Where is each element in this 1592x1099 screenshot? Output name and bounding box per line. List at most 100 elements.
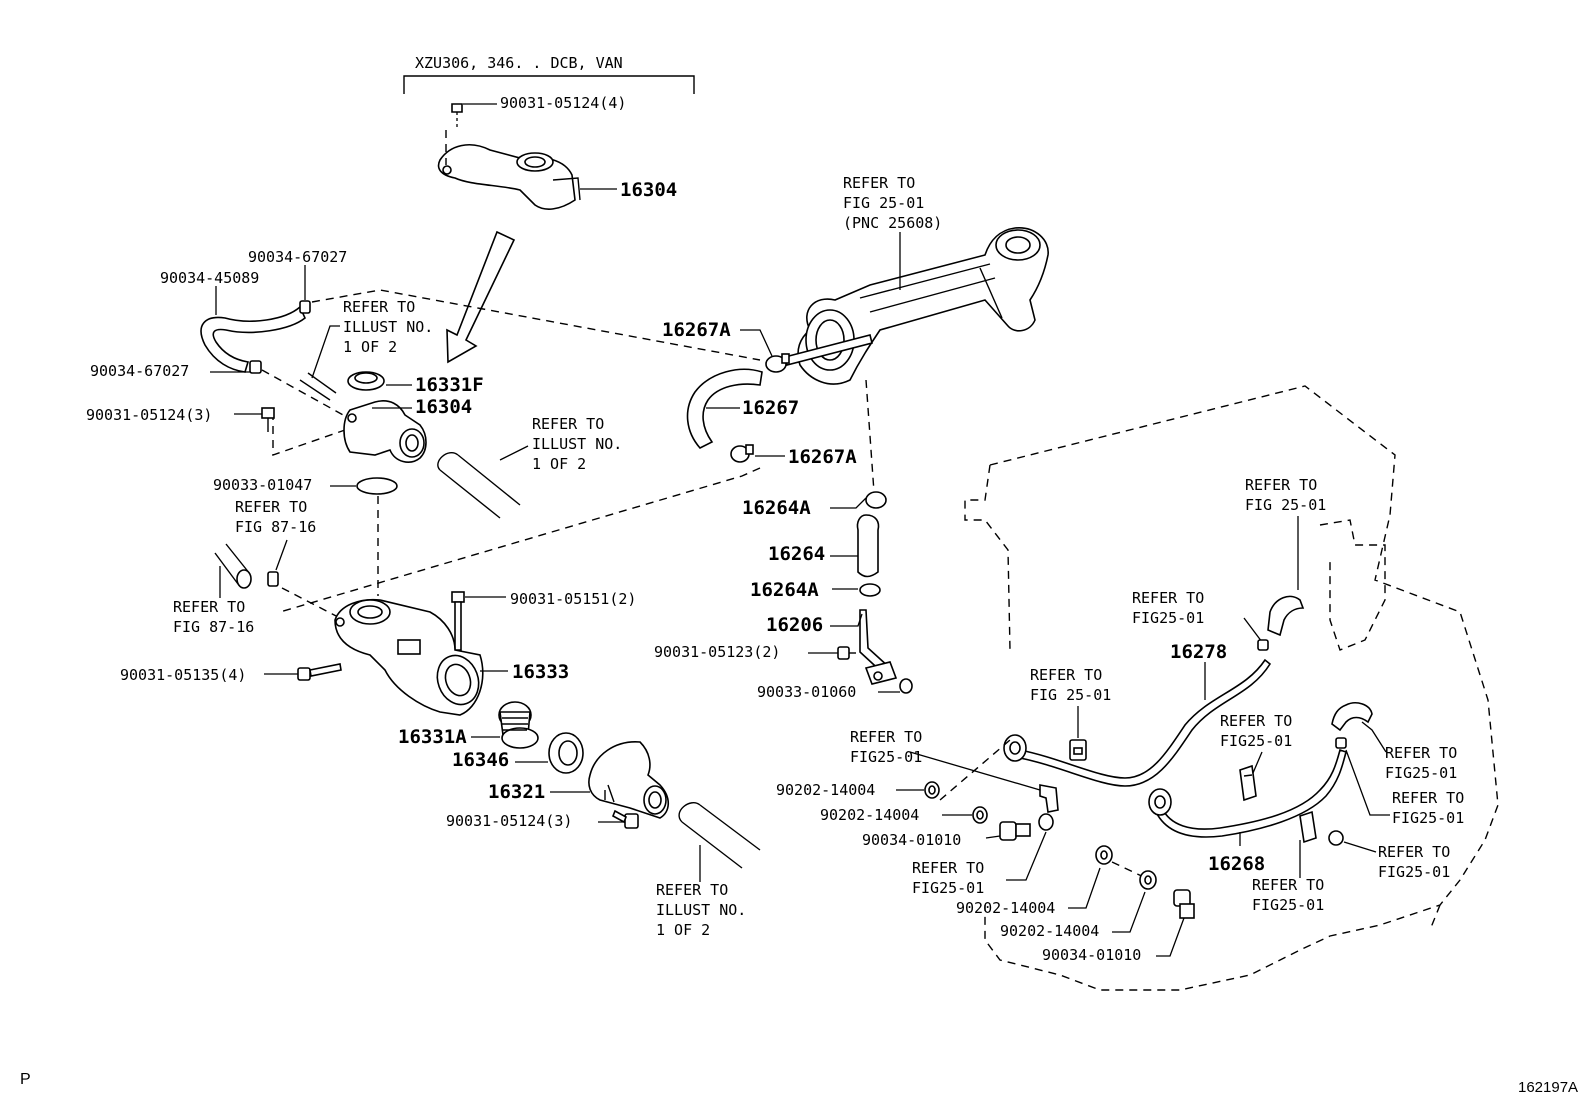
refer-25-c-clamp (1069, 739, 1087, 761)
refer-25-a-hose (1267, 595, 1305, 637)
gasket-bottom-label: 90033-01060 (757, 683, 856, 701)
hose-clip-lower[interactable] (249, 360, 262, 374)
refer-25-j-line2: FIG25-01 (1378, 863, 1450, 881)
refer-87-clamp (267, 571, 279, 587)
refer-egr-line2: FIG 25-01 (843, 194, 924, 212)
gasket-w2-label: 90202-14004 (820, 806, 919, 824)
bolt-3a-label: 90031-05124(3) (86, 406, 212, 424)
outlet-lower-label: 16304 (415, 396, 472, 418)
refer-25-f-line2: FIG25-01 (1385, 764, 1457, 782)
refer-87-pipe (214, 543, 252, 589)
refer-illust-a-line1: REFER TO (343, 298, 415, 316)
refer-illust-a-line2: ILLUST NO. (343, 318, 433, 336)
oring-label: 90033-01047 (213, 476, 312, 494)
clamp-16267a-lower-label: 16267A (788, 446, 857, 468)
gasket-w3[interactable] (1095, 845, 1113, 865)
hose-16264-label: 16264 (768, 543, 825, 565)
bolt-2b-label: 90031-05123(2) (654, 643, 780, 661)
gasket-16346-label: 16346 (452, 749, 509, 771)
water-outlet-lower[interactable] (343, 400, 427, 463)
bolt-4[interactable] (297, 663, 342, 681)
refer-87-b-line1: REFER TO (173, 598, 245, 616)
pipe-16268-label: 16268 (1208, 853, 1265, 875)
refer-25-c-line1: REFER TO (1030, 666, 1102, 684)
oring-90033-01047[interactable] (356, 477, 398, 495)
refer-illust-b-line2: ILLUST NO. (532, 435, 622, 453)
refer-25-e-line1: REFER TO (1220, 712, 1292, 730)
page-mark: P (20, 1071, 31, 1088)
engine-outline (964, 385, 1499, 991)
refer-25-f-line1: REFER TO (1385, 744, 1457, 762)
refer-25-b-line1: REFER TO (1132, 589, 1204, 607)
gasket-w4[interactable] (1139, 870, 1157, 890)
refer-25-i-line2: FIG25-01 (1252, 896, 1324, 914)
bolt-3b[interactable] (611, 809, 639, 829)
refer-illust-b-line3: 1 OF 2 (532, 455, 586, 473)
gasket-w3-label: 90202-14004 (956, 899, 1055, 917)
clamp-16267a-upper[interactable] (765, 353, 790, 373)
bolt-2a[interactable] (451, 591, 465, 651)
union-bolt-2-label: 90034-01010 (1042, 946, 1141, 964)
clamp-16264a-upper[interactable] (865, 491, 887, 509)
refer-87-b-line2: FIG 87-16 (173, 618, 254, 636)
refer-illust-b-hose (437, 452, 521, 519)
bolt-2b[interactable] (837, 646, 856, 660)
pipe-16268[interactable] (1148, 748, 1347, 838)
clip-a-label: 90034-67027 (248, 248, 347, 266)
refer-25-e-line2: FIG25-01 (1220, 732, 1292, 750)
refer-25-j-line1: REFER TO (1378, 843, 1450, 861)
bypass-hose[interactable] (200, 305, 306, 373)
bolt-3b-label: 90031-05124(3) (446, 812, 572, 830)
refer-25-i-bracket (1299, 810, 1317, 844)
clamp-16264a-upper-label: 16264A (742, 497, 811, 519)
variant-note: XZU306, 346. . DCB, VAN (415, 54, 623, 72)
refer-25-b-line2: FIG25-01 (1132, 609, 1204, 627)
refer-25-d-bracket (1039, 784, 1059, 813)
cap-16331f-label: 16331F (415, 374, 484, 396)
gasket-w1[interactable] (924, 781, 940, 799)
gasket-w4-label: 90202-14004 (1000, 922, 1099, 940)
bolt-3a[interactable] (261, 407, 275, 432)
refer-25-d-line1: REFER TO (850, 728, 922, 746)
union-bolt-1[interactable] (999, 821, 1031, 841)
refer-25-a-line2: FIG 25-01 (1245, 496, 1326, 514)
bolt-top-label: 90031-05124(4) (500, 94, 626, 112)
gasket-w1-label: 90202-14004 (776, 781, 875, 799)
refer-egr-line1: REFER TO (843, 174, 915, 192)
hose-clip-upper[interactable] (299, 300, 311, 314)
clamp-16264a-lower-label: 16264A (750, 579, 819, 601)
pipe-16278-label: 16278 (1170, 641, 1227, 663)
gasket-16346[interactable] (548, 732, 584, 774)
thermostat-16331a[interactable] (498, 701, 539, 749)
illustration-code: 162197A (1518, 1079, 1578, 1096)
hose-a-label: 90034-45089 (160, 269, 259, 287)
clamp-16267a-upper-label: 16267A (662, 319, 731, 341)
refer-illust-c-line2: ILLUST NO. (656, 901, 746, 919)
refer-25-e-bracket (1239, 764, 1257, 802)
refer-illust-b-line1: REFER TO (532, 415, 604, 433)
refer-25-d-line2: FIG25-01 (850, 748, 922, 766)
refer-illust-c-hose (678, 802, 761, 869)
refer-illust-a-pipe (299, 372, 337, 401)
refer-25-c-line2: FIG 25-01 (1030, 686, 1111, 704)
egr-cooler (784, 227, 1049, 385)
clamp-16264a-lower[interactable] (859, 583, 881, 597)
union-bolt-1-label: 90034-01010 (862, 831, 961, 849)
refer-25-i-line1: REFER TO (1252, 876, 1324, 894)
pipe-16278[interactable] (1003, 658, 1272, 787)
cap-16331f[interactable] (347, 371, 385, 391)
clamp-16267a-lower[interactable] (730, 444, 754, 463)
hose-16267[interactable] (686, 368, 763, 449)
hose-16264[interactable] (856, 514, 880, 578)
gasket-w2[interactable] (972, 806, 988, 824)
water-inlet-16321[interactable] (588, 741, 670, 819)
gasket-90033-01060[interactable] (899, 678, 913, 694)
variant-bracket: XZU306, 346. . DCB, VAN (403, 54, 695, 94)
thermostat-housing-16333[interactable] (334, 598, 485, 716)
refer-87-a-line1: REFER TO (235, 498, 307, 516)
pipe-16206[interactable] (859, 609, 898, 685)
refer-illust-c-line3: 1 OF 2 (656, 921, 710, 939)
union-bolt-2[interactable] (1173, 889, 1195, 919)
direction-arrow (446, 230, 516, 364)
water-outlet-upper[interactable] (437, 103, 581, 210)
